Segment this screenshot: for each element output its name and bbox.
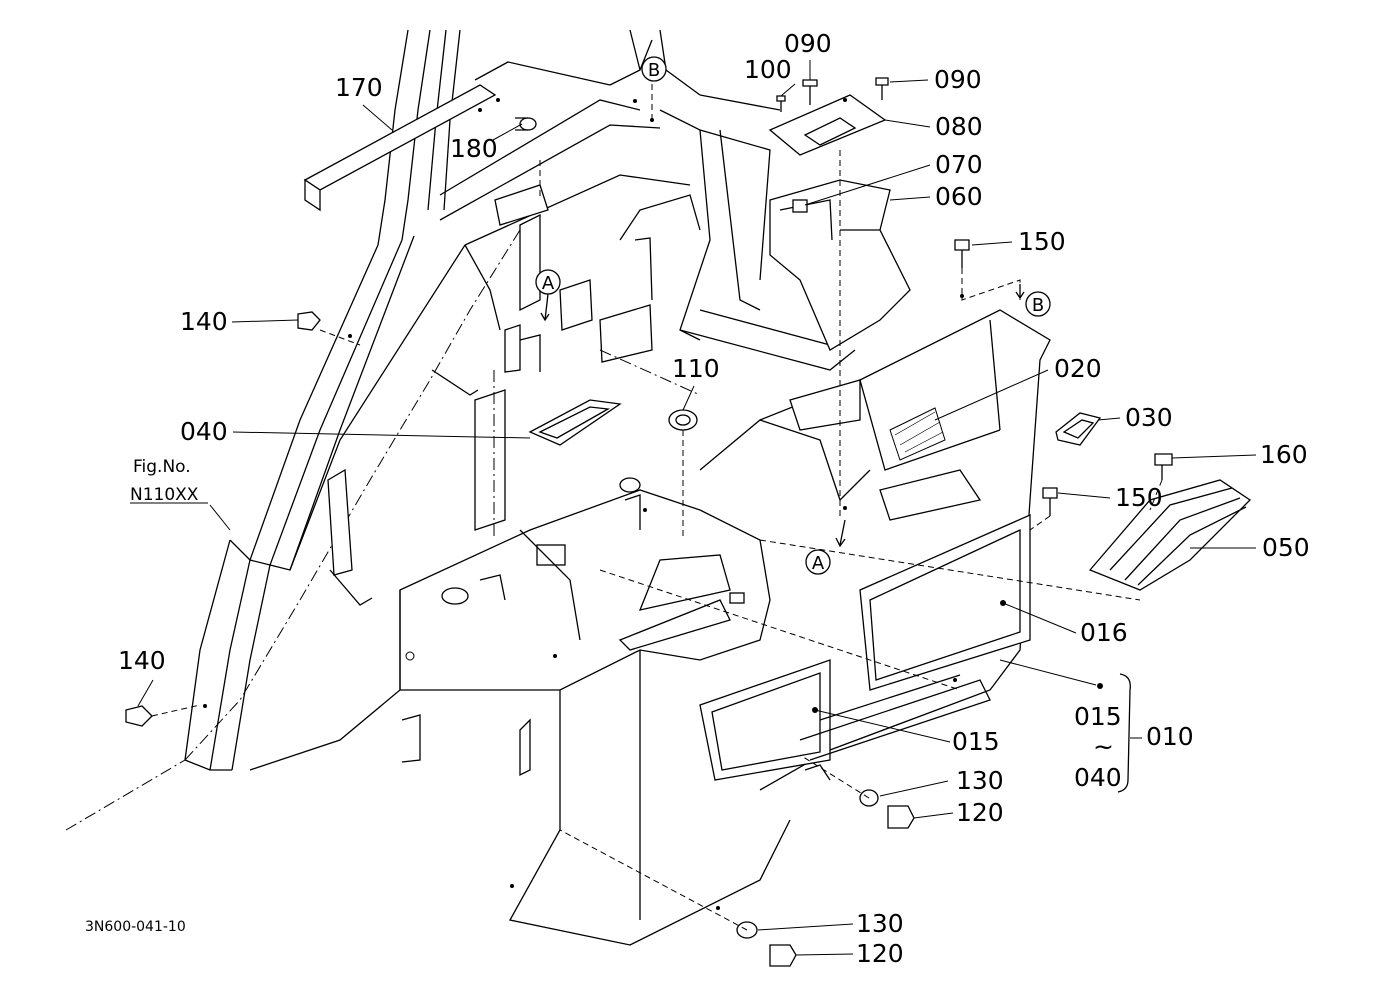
callout-030: 030 xyxy=(1125,403,1173,432)
fastener-150-upper xyxy=(954,239,970,268)
step-050 xyxy=(1088,479,1252,591)
callout-100: 100 xyxy=(744,55,792,84)
upper-frame xyxy=(439,29,856,371)
callout-080: 080 xyxy=(935,112,983,141)
callout-070: 070 xyxy=(935,150,983,179)
assembly-bracket xyxy=(1117,673,1142,793)
leader-lines xyxy=(137,60,1257,956)
screw-160 xyxy=(1154,453,1173,480)
callout-060: 060 xyxy=(935,182,983,211)
plate-080 xyxy=(768,94,887,156)
decal-020 xyxy=(889,407,946,461)
callout-130-upper: 130 xyxy=(956,766,1004,795)
svg-text:A: A xyxy=(542,273,555,294)
fig-no-value: N110XX xyxy=(130,485,199,505)
callout-120-lower: 120 xyxy=(856,939,904,968)
bolt-140-lower xyxy=(125,705,153,727)
bolt-090-100 xyxy=(776,77,889,112)
marker-a-bottom: A xyxy=(805,519,846,575)
drawing-number: 3N600-041-10 xyxy=(85,919,186,935)
bolt-120-upper xyxy=(887,805,915,829)
callout-140-lower: 140 xyxy=(118,646,166,675)
callout-090-top: 090 xyxy=(784,29,832,58)
plate-015 xyxy=(699,659,831,781)
grommet-040 xyxy=(528,399,622,446)
marker-a-top: A xyxy=(535,269,561,322)
bolt-140-upper xyxy=(297,311,321,331)
callout-016: 016 xyxy=(1080,618,1128,647)
callout-120-upper: 120 xyxy=(956,798,1004,827)
callout-090-right: 090 xyxy=(934,65,982,94)
marker-b-right: B xyxy=(1015,284,1051,317)
switch-bracket xyxy=(494,184,653,373)
callout-160: 160 xyxy=(1260,440,1308,469)
svg-text:B: B xyxy=(1032,295,1044,316)
callout-015: 015 xyxy=(952,727,1000,756)
cover-016 xyxy=(859,514,1031,691)
grommet-030 xyxy=(1055,412,1102,446)
bracket-170 xyxy=(303,84,500,212)
callout-050: 050 xyxy=(1262,533,1310,562)
callout-020: 020 xyxy=(1054,354,1102,383)
clip-070 xyxy=(792,199,808,213)
callout-150-lower: 150 xyxy=(1115,483,1163,512)
callout-130-lower: 130 xyxy=(856,909,904,938)
grommet-110 xyxy=(668,409,698,431)
callout-150-upper: 150 xyxy=(1018,227,1066,256)
callout-040: 040 xyxy=(180,417,228,446)
cabin-frame-pillar xyxy=(65,29,521,831)
fastener-150-lower xyxy=(1042,487,1058,516)
callout-180: 180 xyxy=(450,134,498,163)
callout-170: 170 xyxy=(335,73,383,102)
marker-b-top: B xyxy=(641,56,667,82)
guide-lines xyxy=(151,84,1163,931)
console-body xyxy=(249,309,1051,946)
bolt-180 xyxy=(515,117,537,131)
fig-no-label: Fig.No. xyxy=(133,457,191,477)
bolt-120-lower xyxy=(769,944,797,967)
callout-140-upper: 140 xyxy=(180,307,228,336)
left-plate xyxy=(327,369,506,606)
assembly-number-010: 010 xyxy=(1146,722,1194,751)
assembly-range-start: 015 xyxy=(1074,702,1122,731)
svg-text:B: B xyxy=(648,60,660,81)
hole-dots xyxy=(203,98,1103,910)
svg-text:A: A xyxy=(812,553,825,574)
callout-110: 110 xyxy=(672,354,720,383)
assembly-range-sep: ~ xyxy=(1093,732,1114,761)
assembly-range-end: 040 xyxy=(1074,763,1122,792)
